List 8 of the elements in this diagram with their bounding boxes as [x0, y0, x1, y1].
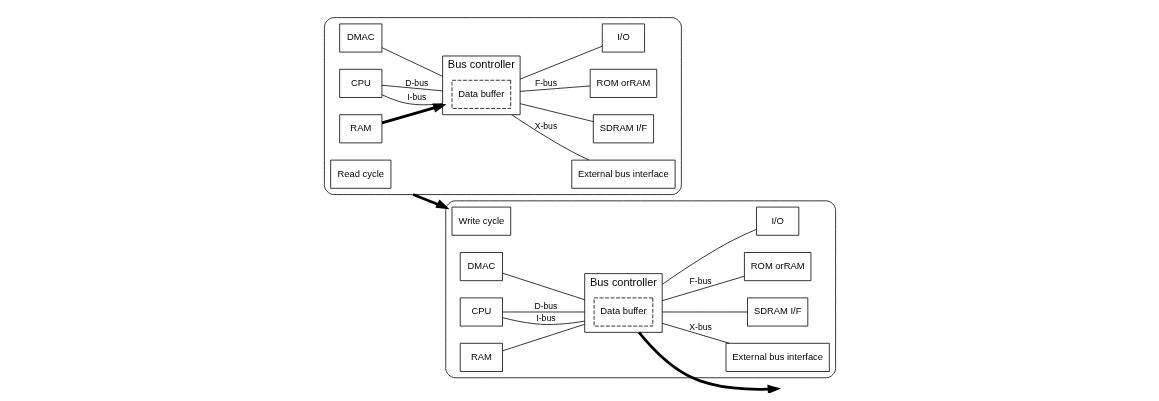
edge-label: X-bus [688, 321, 712, 332]
edge-label: D-bus [404, 77, 428, 88]
edge-label: D-bus [533, 301, 557, 312]
edge-label: X-bus [534, 120, 557, 131]
edge-label: I-bus [406, 92, 426, 103]
edge-label: F-bus [689, 276, 712, 287]
edge-label: F-bus [534, 78, 557, 89]
edge-label: I-bus [535, 313, 556, 324]
